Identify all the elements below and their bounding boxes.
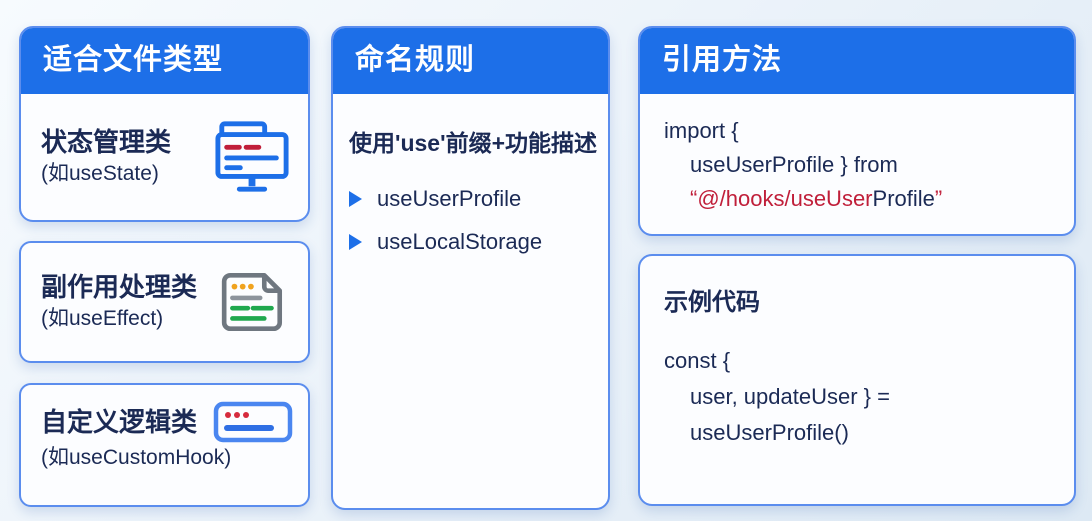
list-item: useUserProfile bbox=[349, 186, 600, 212]
panel-naming-rules: 命名规则 使用'use'前缀+功能描述 useUserProfile useLo… bbox=[331, 26, 610, 510]
triangle-bullet-icon bbox=[349, 234, 362, 250]
code-line: user, updateUser } = useUserProfile() bbox=[690, 384, 890, 445]
triangle-bullet-icon bbox=[349, 191, 362, 207]
code-line-import-path: “@/hooks/useUserProfile” bbox=[690, 186, 943, 211]
card-custom-logic: 自定义逻辑类 (如useCustomHook) bbox=[19, 383, 310, 507]
monitor-code-icon bbox=[215, 121, 289, 192]
card-state-management: 状态管理类 (如useState) bbox=[21, 94, 308, 220]
card-subtitle: (如useEffect) bbox=[41, 307, 164, 330]
example-hook-name: useLocalStorage bbox=[377, 229, 543, 254]
card-title: 自定义逻辑类 bbox=[41, 407, 198, 437]
code-line: useUserProfile } from bbox=[690, 152, 898, 177]
browser-bar-icon bbox=[213, 401, 293, 443]
card-side-effect: 副作用处理类 (如useEffect) bbox=[19, 241, 310, 363]
list-item: useLocalStorage bbox=[349, 229, 600, 255]
card-subtitle: (如useState) bbox=[41, 162, 159, 185]
example-list: useUserProfile useLocalStorage bbox=[349, 186, 600, 255]
document-lines-icon bbox=[221, 272, 283, 332]
code-line: import { bbox=[664, 118, 739, 143]
panel-file-types: 适合文件类型 状态管理类 (如useState) bbox=[19, 26, 310, 222]
card-title: 状态管理类 bbox=[41, 127, 172, 157]
card-example-code: 示例代码 const { user, updateUser } = useUse… bbox=[638, 254, 1076, 506]
panel-import-method: 引用方法 import { useUserProfile } from “@/h… bbox=[638, 26, 1076, 236]
import-method-header: 引用方法 bbox=[640, 28, 1074, 94]
example-code-title: 示例代码 bbox=[664, 289, 760, 316]
import-code-block: import { useUserProfile } from “@/hooks/… bbox=[640, 94, 1074, 216]
naming-rule-title: 使用'use'前缀+功能描述 bbox=[349, 130, 598, 156]
example-code-block: const { user, updateUser } = useUserProf… bbox=[664, 343, 1050, 451]
file-types-header: 适合文件类型 bbox=[21, 28, 308, 94]
code-line: const { bbox=[664, 348, 731, 373]
naming-rules-header: 命名规则 bbox=[333, 28, 608, 94]
card-title: 副作用处理类 bbox=[41, 272, 198, 302]
example-hook-name: useUserProfile bbox=[377, 186, 522, 211]
card-subtitle: (如useCustomHook) bbox=[41, 446, 232, 469]
